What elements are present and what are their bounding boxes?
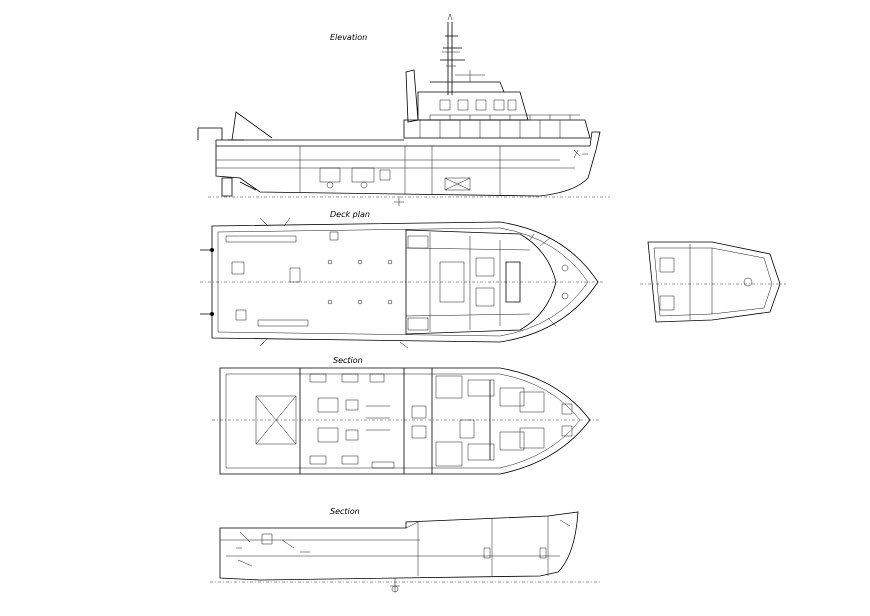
deck-plan-view: Deck plan	[200, 210, 605, 349]
elevation-view: Elevation	[197, 13, 610, 206]
section-2-title: Section	[330, 507, 360, 516]
deck-plan-title: Deck plan	[330, 210, 370, 219]
section-1-title: Section	[333, 356, 363, 365]
elevation-title: Elevation	[330, 33, 367, 42]
section-view-2: Section	[210, 507, 600, 593]
section-view-1: Section	[212, 356, 600, 475]
bow-section-view	[640, 241, 786, 323]
